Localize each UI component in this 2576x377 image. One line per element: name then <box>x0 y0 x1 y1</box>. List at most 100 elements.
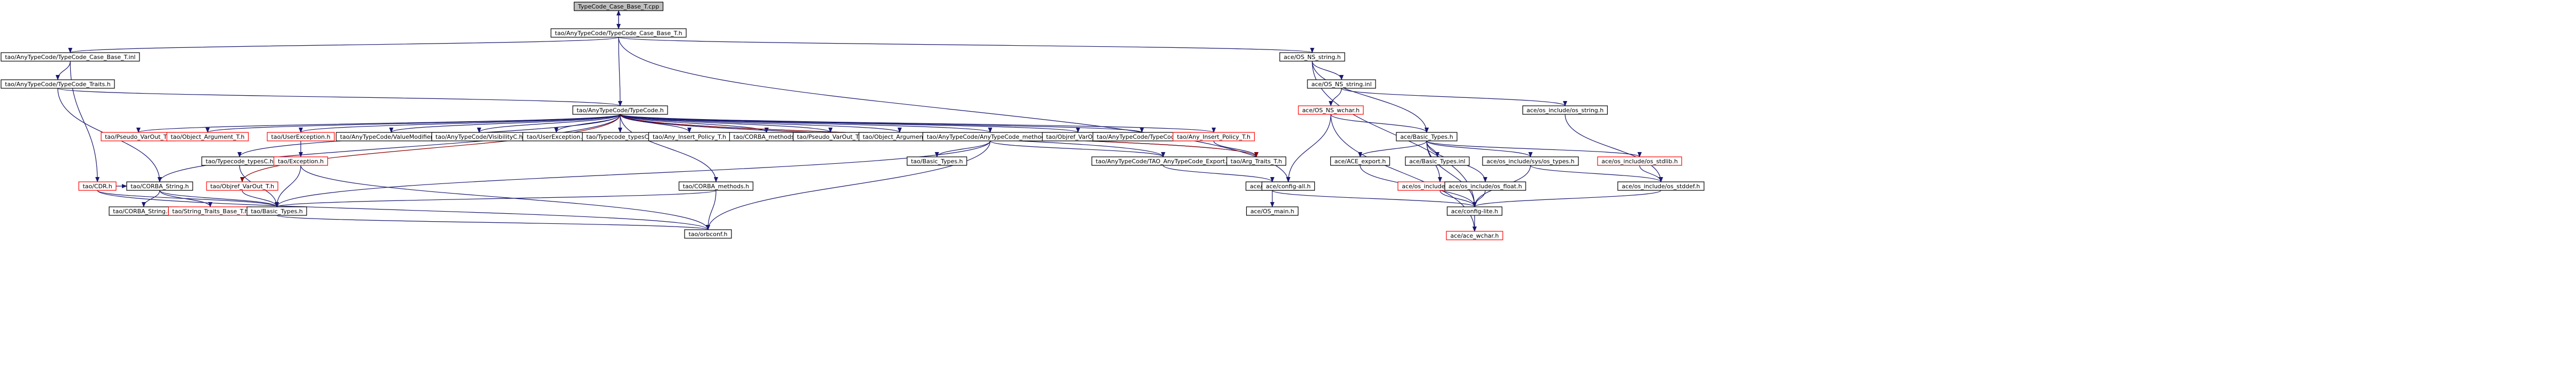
graph-node[interactable]: ace/os_include/os_stdlib.h <box>1597 156 1682 166</box>
graph-node[interactable]: tao/Pseudo_VarOut_T.h <box>793 132 868 141</box>
graph-node-label: tao/String_Traits_Base_T.h <box>172 208 249 215</box>
graph-node[interactable]: tao/Pseudo_VarOut_T.h <box>101 132 176 141</box>
graph-node[interactable]: tao/UserException.h <box>522 132 590 141</box>
dependency-edge <box>158 114 621 182</box>
graph-node-box <box>1 52 140 62</box>
graph-node[interactable]: ace/os_include/os_stddef.h <box>1617 181 1705 191</box>
graph-node[interactable]: tao/Arg_Traits_T.h <box>1226 156 1287 166</box>
graph-node[interactable]: ace/OS_NS_string.h <box>1279 52 1345 62</box>
dependency-edge <box>159 190 212 207</box>
graph-node-label: tao/CORBA_methods.h <box>683 183 750 190</box>
graph-node[interactable]: tao/Objref_VarOut_T.h <box>206 181 278 191</box>
graph-node-label: ace/OS_NS_string.inl <box>1311 81 1371 88</box>
dependency-edge <box>389 114 621 133</box>
graph-node-label: TypeCode_Case_Base_T.cpp <box>578 3 660 10</box>
graph-node[interactable]: tao/Typecode_typesC.h <box>582 132 659 141</box>
graph-node[interactable]: ace/os_include/sys/os_types.h <box>1482 156 1579 166</box>
graph-node[interactable]: tao/CORBA_methods.h <box>678 181 754 191</box>
dependency-edge <box>1341 88 1567 106</box>
graph-node[interactable]: tao/AnyTypeCode/VisibilityC.h <box>431 132 527 141</box>
graph-node[interactable]: ace/ACE_export.h <box>1330 156 1390 166</box>
graph-node[interactable]: ace/ace_wchar.h <box>1446 231 1503 240</box>
dependency-edge <box>142 190 160 207</box>
graph-node[interactable]: tao/CORBA_methods.h <box>729 132 804 141</box>
graph-node[interactable]: tao/Object_Argument_T.h <box>858 132 941 141</box>
graph-node[interactable]: tao/AnyTypeCode/TypeCode.inl <box>1092 132 1191 141</box>
graph-node[interactable]: tao/CDR.h <box>78 181 117 191</box>
graph-node[interactable]: ace/OS_NS_wchar.h <box>1298 105 1364 115</box>
graph-node[interactable]: ace/Basic_Types.inl <box>1405 156 1470 166</box>
graph-node-box <box>1261 181 1315 191</box>
dependency-edge <box>300 165 710 230</box>
graph-node[interactable]: tao/CORBA_String.inl <box>109 206 179 216</box>
graph-node-label: tao/Arg_Traits_T.h <box>1231 158 1282 165</box>
dependency-edge <box>299 114 621 133</box>
graph-node-label: tao/AnyTypeCode/VisibilityC.h <box>435 133 523 140</box>
graph-node[interactable]: tao/Typecode_typesC.h <box>201 156 278 166</box>
dependency-edge <box>1330 114 1429 133</box>
graph-node[interactable]: tao/AnyTypeCode/ValueModifierC.h <box>335 132 447 141</box>
graph-node-label: tao/CORBA_methods.h <box>734 133 800 140</box>
graph-node-box <box>1446 231 1503 240</box>
graph-node-box <box>1246 206 1299 216</box>
graph-node-label: tao/AnyTypeCode/TypeCode_Case_Base_T.h <box>555 30 682 37</box>
dependency-edge <box>618 37 622 106</box>
graph-node-box <box>166 132 249 141</box>
graph-node[interactable]: tao/Object_Argument_T.h <box>166 132 249 141</box>
graph-node[interactable]: tao/AnyTypeCode/AnyTypeCode_methods.h <box>922 132 1058 141</box>
graph-node[interactable]: tao/Exception.h <box>273 156 328 166</box>
graph-node-box <box>907 156 967 166</box>
graph-node[interactable]: tao/Basic_Types.h <box>907 156 967 166</box>
dependency-edge <box>618 37 1314 53</box>
graph-node-box <box>550 28 687 38</box>
graph-node-label: ace/config-lite.h <box>1451 208 1499 215</box>
graph-node[interactable]: tao/AnyTypeCode/TypeCode_Case_Base_T.inl <box>1 52 140 62</box>
graph-node-box <box>1330 156 1390 166</box>
graph-node[interactable]: ace/Basic_Types.h <box>1396 132 1458 141</box>
graph-node[interactable]: TypeCode_Case_Base_T.cpp <box>573 2 664 11</box>
graph-node[interactable]: ace/os_include/os_string.h <box>1522 105 1608 115</box>
graph-node[interactable]: ace/OS_main.h <box>1246 206 1299 216</box>
graph-node-label: tao/CORBA_String.h <box>130 183 188 190</box>
graph-node[interactable]: ace/os_include/os_float.h <box>1444 181 1526 191</box>
dependency-edge <box>240 114 621 182</box>
graph-node[interactable]: tao/Any_Insert_Policy_T.h <box>648 132 731 141</box>
dependency-edge <box>1426 140 1642 157</box>
graph-node[interactable]: tao/AnyTypeCode/TypeCode_Case_Base_T.h <box>550 28 687 38</box>
graph-node-label: tao/CDR.h <box>83 183 112 190</box>
graph-node[interactable]: tao/AnyTypeCode/TAO_AnyTypeCode_Export.h <box>1091 156 1235 166</box>
graph-node[interactable]: tao/orbconf.h <box>684 229 732 239</box>
graph-node[interactable]: ace/OS_NS_string.inl <box>1307 79 1376 89</box>
graph-node-label: tao/Typecode_typesC.h <box>205 158 273 165</box>
graph-node-box <box>1405 156 1470 166</box>
edge-layer <box>55 10 1663 232</box>
dependency-edge <box>620 114 769 133</box>
graph-node[interactable]: tao/AnyTypeCode/TypeCode.h <box>572 105 668 115</box>
graph-node[interactable]: tao/Any_Insert_Policy_T.h <box>1172 132 1255 141</box>
graph-node-label: tao/CORBA_String.inl <box>113 208 174 215</box>
graph-node[interactable]: tao/UserException.h <box>267 132 335 141</box>
graph-node-label: tao/UserException.h <box>526 133 586 140</box>
graph-node[interactable]: ace/config-all.h <box>1261 181 1315 191</box>
dependency-edge <box>276 215 710 230</box>
dependency-edge <box>706 190 717 230</box>
graph-node-label: tao/AnyTypeCode/TypeCode_Case_Base_T.inl <box>5 54 135 61</box>
graph-node-label: ace/os_include/os_stddef.h <box>1622 183 1700 190</box>
dependency-edge <box>618 37 1290 182</box>
graph-node[interactable]: tao/String_Traits_Base_T.h <box>168 206 253 216</box>
graph-node[interactable]: tao/Basic_Types.h <box>246 206 307 216</box>
dependency-edge <box>68 37 619 53</box>
graph-node-label: ace/os_include/os_string.h <box>1527 107 1604 114</box>
dependency-edge <box>620 114 718 182</box>
graph-node-box <box>1446 206 1503 216</box>
graph-node-label: tao/AnyTypeCode/TypeCode.h <box>577 107 664 114</box>
graph-node[interactable]: ace/config-lite.h <box>1446 206 1503 216</box>
graph-node-label: ace/Basic_Types.inl <box>1409 158 1465 165</box>
graph-node-box <box>1172 132 1255 141</box>
graph-node-box <box>684 229 732 239</box>
dependency-edge <box>1358 140 1427 157</box>
graph-node[interactable]: tao/CORBA_String.h <box>126 181 193 191</box>
graph-node[interactable]: tao/AnyTypeCode/TypeCode_Traits.h <box>1 79 115 89</box>
graph-node-label: tao/Pseudo_VarOut_T.h <box>797 133 864 140</box>
